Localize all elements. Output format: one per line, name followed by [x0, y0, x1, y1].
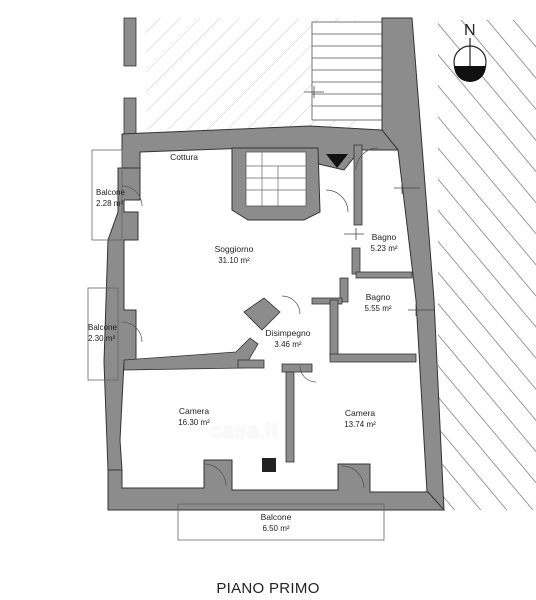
north-label: N [464, 22, 476, 39]
north-compass-icon [453, 38, 487, 82]
room-name: Bagno [371, 232, 397, 242]
balcony-label-top: Balcone 2.28 m² [96, 187, 125, 209]
street-hatch [438, 20, 536, 510]
balcony-name: Balcone [88, 323, 117, 332]
floor-title: PIANO PRIMO [216, 580, 320, 597]
shaft [262, 458, 276, 472]
right-exterior-wall [381, 17, 445, 511]
balcony-label-bottom: Balcone 6.50 m² [261, 512, 292, 534]
room-label-soggiorno: Soggiorno 31.10 m² [215, 244, 254, 266]
room-label-disimpegno: Disimpegno 3.46 m² [266, 328, 311, 350]
balcony-outlines [87, 149, 385, 541]
room-label-bagno-2: Bagno 5.55 m² [364, 292, 391, 314]
dimension-marks [304, 86, 434, 316]
room-name: Bagno [365, 292, 391, 302]
room-name: Camera [178, 406, 210, 416]
room-area: 31.10 m² [218, 256, 250, 265]
room-name: Soggiorno [214, 244, 254, 254]
bottom-exterior-wall [107, 459, 446, 511]
internal-stair-core [231, 147, 321, 221]
room-name: Camera [344, 408, 376, 418]
balcony-area: 6.50 m² [262, 524, 290, 533]
entrance-arrow-icon [326, 154, 348, 168]
door-swings [121, 147, 379, 489]
room-label-cottura: Cottura [170, 152, 198, 163]
interior-walls [123, 144, 417, 463]
room-label-camera-2: Camera 13.74 m² [344, 408, 376, 430]
left-exterior-wall [103, 167, 141, 471]
room-name: Cottura [170, 152, 198, 162]
room-area: 5.55 m² [364, 304, 392, 313]
room-label-camera-1: Camera 16.30 m² [178, 406, 210, 428]
balcony-area: 2.28 m² [96, 199, 124, 208]
watermark: casa.it [210, 418, 279, 443]
room-area: 5.23 m² [370, 244, 398, 253]
room-label-bagno-1: Bagno 5.23 m² [370, 232, 397, 254]
pillar [123, 97, 137, 135]
room-name: Disimpegno [265, 328, 311, 338]
balcony-label-middle: Balcone 2.30 m² [88, 322, 117, 344]
balcony-area: 2.30 m² [88, 334, 116, 343]
balcony-name: Balcone [96, 188, 125, 197]
top-stairs [311, 21, 383, 121]
pillar [123, 17, 137, 67]
balcony-name: Balcone [260, 512, 292, 522]
room-area: 3.46 m² [274, 340, 302, 349]
room-area: 16.30 m² [178, 418, 210, 427]
room-area: 13.74 m² [344, 420, 376, 429]
